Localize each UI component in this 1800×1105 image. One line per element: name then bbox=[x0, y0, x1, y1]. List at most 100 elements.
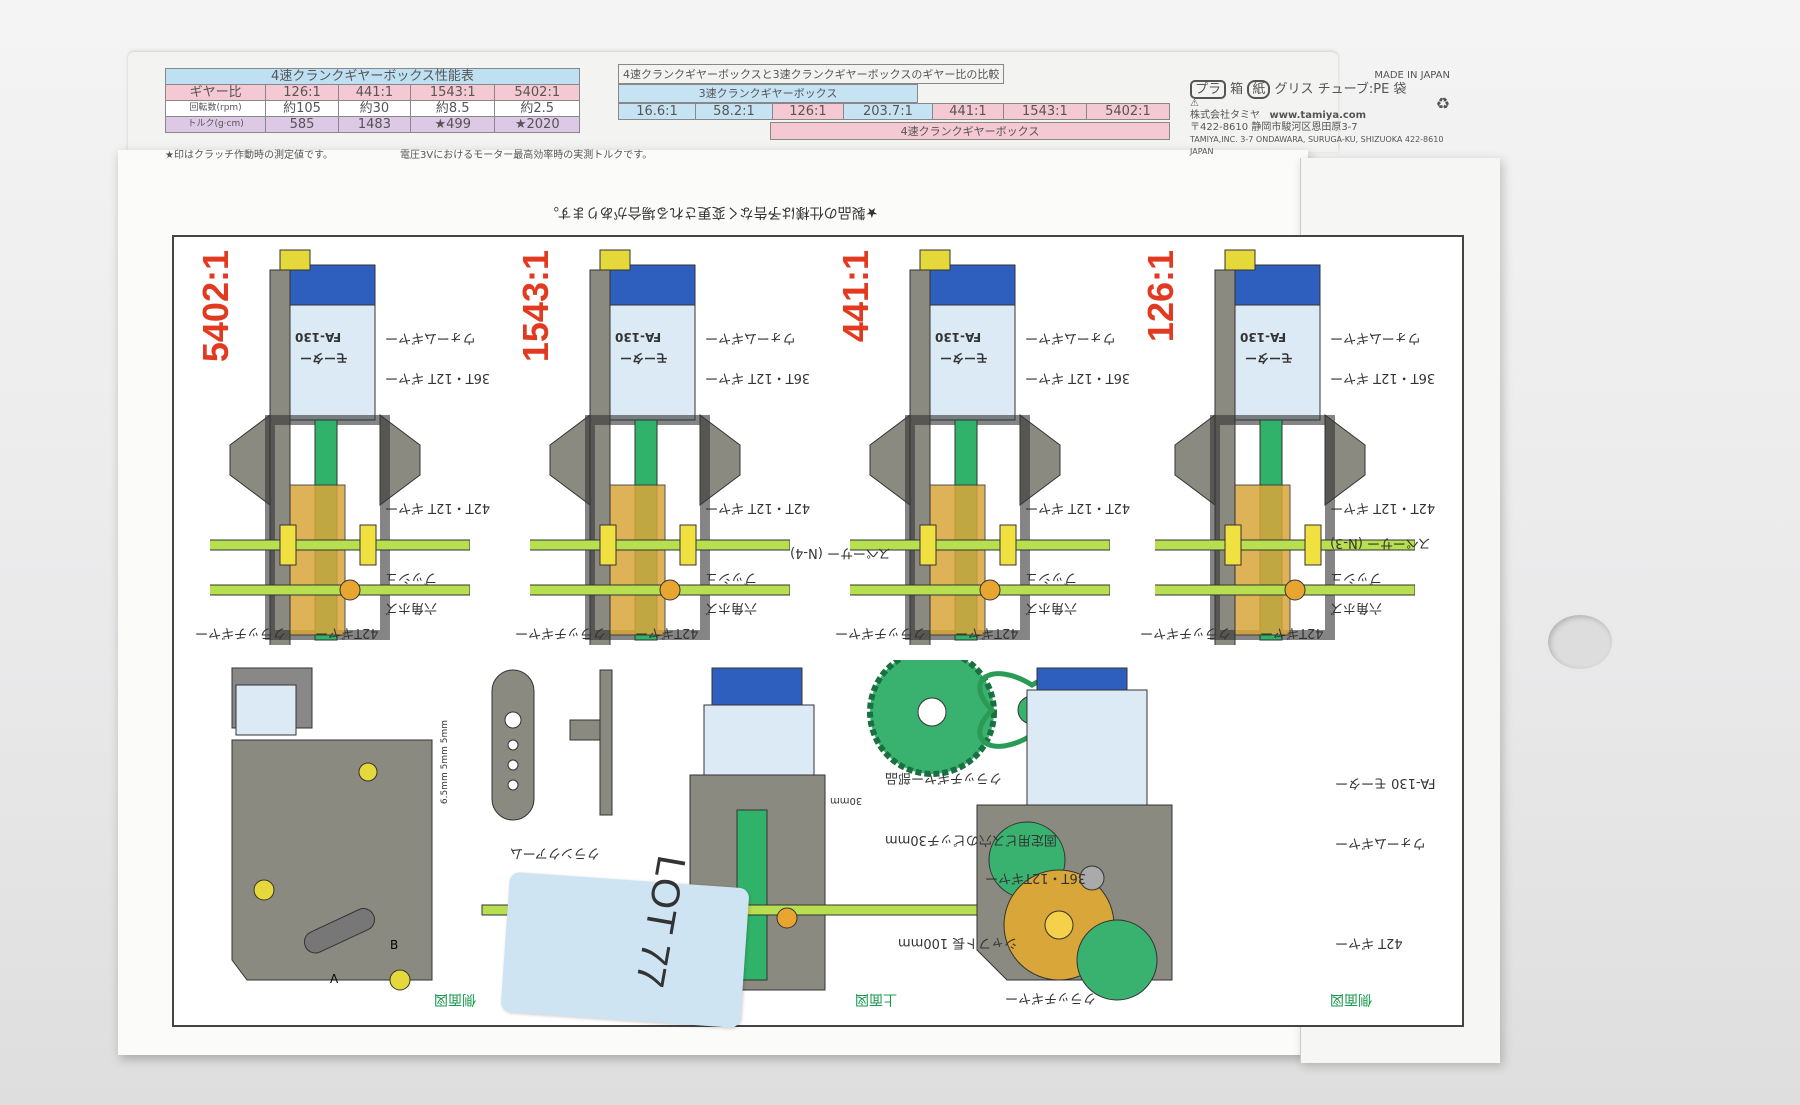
gear-36-12-label: 36T・12T ギヤー bbox=[1025, 370, 1131, 385]
comparison-note: 電圧3Vにおけるモーター最高効率時の実測トルクです。 bbox=[400, 150, 653, 161]
motor-model-label: FA-130 bbox=[295, 330, 342, 344]
motor-label: モーター bbox=[620, 351, 669, 365]
shaft-length-label: シャフト長 100mm bbox=[898, 935, 1018, 950]
gearbox-drawing bbox=[850, 249, 1110, 645]
cell: 203.7:1 bbox=[842, 103, 933, 120]
bush-label: ブッシュ bbox=[1025, 570, 1078, 585]
cell: 126:1 bbox=[265, 84, 339, 101]
worm-gear-label: ウォームギヤー bbox=[1025, 330, 1116, 345]
cell: ★2020 bbox=[494, 116, 580, 133]
hex-label: 六角ホズ bbox=[385, 600, 438, 615]
recycle-paper-icon: 紙 bbox=[1247, 80, 1271, 99]
side-view-label-2: 側面図 bbox=[1330, 991, 1372, 1007]
recycle-icon: ♻ bbox=[1435, 94, 1450, 113]
top-view-label: 上面図 bbox=[855, 991, 897, 1007]
four-speed-label: 4速クランクギヤーボックス bbox=[770, 122, 1170, 140]
cell: 約2.5 bbox=[494, 100, 580, 117]
row-label: トルク(g·cm) bbox=[164, 116, 267, 133]
gear-36-12-label: 36T・12T ギヤー bbox=[385, 370, 491, 385]
bush-label: ブッシュ bbox=[705, 570, 758, 585]
crank-arm-drawing bbox=[491, 669, 613, 821]
worm-label: ウォームギヤー bbox=[1335, 835, 1426, 850]
gear-42-12-label: 42T・12T ギヤー bbox=[1025, 500, 1131, 515]
gear-42-label: 42Tギヤー bbox=[315, 625, 379, 640]
cell: 585 bbox=[265, 116, 339, 133]
side-view-label: 側面図 bbox=[434, 991, 476, 1007]
bush-label: ブッシュ bbox=[1330, 570, 1383, 585]
made-in: MADE IN JAPAN bbox=[1374, 70, 1450, 81]
dim: 6.5mm bbox=[440, 772, 450, 805]
cell: 1543:1 bbox=[1002, 103, 1087, 120]
gear-42-12-label: 42T・12T ギヤー bbox=[1330, 500, 1436, 515]
grease-label: グリス bbox=[1274, 82, 1314, 97]
clutch-gear-label: クラッチギヤー bbox=[1140, 625, 1232, 640]
cell: ★499 bbox=[409, 116, 496, 133]
lot-text: LOT 77 bbox=[626, 852, 694, 991]
cell: 126:1 bbox=[771, 103, 844, 120]
cell: 5402:1 bbox=[494, 84, 580, 101]
pitch-label: 固定用ビス穴のピッチ30mm bbox=[885, 832, 1057, 847]
motor-label: モーター bbox=[1245, 351, 1294, 365]
worm-gear-label: ウォームギヤー bbox=[705, 330, 796, 345]
gearbox-drawing bbox=[530, 249, 790, 645]
gear-42-label: 42T ギヤー bbox=[1335, 935, 1403, 950]
cell: 約105 bbox=[265, 100, 339, 117]
gear-42-label: 42Tギヤー bbox=[635, 625, 699, 640]
dim: 5mm bbox=[440, 720, 450, 744]
cell: 441:1 bbox=[931, 103, 1004, 120]
hex-label: 六角ホズ bbox=[1025, 600, 1078, 615]
disclaimer: ★製品の仕様は予告なく変更される場合があります。 bbox=[545, 204, 879, 220]
gear-42-12-label: 42T・12T ギヤー bbox=[705, 500, 811, 515]
dim: 5mm bbox=[440, 746, 450, 770]
cell: 約30 bbox=[337, 100, 412, 117]
worm-gear-label: ウォームギヤー bbox=[1330, 330, 1421, 345]
top-view-drawing bbox=[481, 667, 1038, 991]
bag-label: 袋 bbox=[1393, 82, 1407, 97]
motor-model-label: FA-130 bbox=[1240, 330, 1287, 344]
point-b: B bbox=[390, 938, 399, 952]
gearbox-drawing bbox=[1155, 249, 1415, 645]
clutch-label: クラッチギヤー bbox=[1005, 990, 1097, 1005]
spacer-n4-label: スペーサー (N-4) bbox=[790, 545, 891, 560]
gear-36-12-label: 36T・12T ギヤー bbox=[1330, 370, 1436, 385]
lower-diagrams bbox=[231, 660, 1173, 1001]
table-title: 4速クランクギヤーボックス性能表 bbox=[165, 68, 580, 85]
flap-hole bbox=[1545, 612, 1615, 672]
cell: 16.6:1 bbox=[618, 103, 696, 120]
worm-gear-label: ウォームギヤー bbox=[385, 330, 476, 345]
cell: 5402:1 bbox=[1085, 103, 1171, 120]
row-label: 回転数(rpm) bbox=[164, 100, 267, 117]
lot-sticker: LOT 77 bbox=[500, 852, 750, 1029]
bush-label: ブッシュ bbox=[385, 570, 438, 585]
address-jp: 〒422-8610 静岡市駿河区恩田原3-7 bbox=[1190, 122, 1358, 133]
gear-42-label: 42Tギヤー bbox=[955, 625, 1019, 640]
address-en: TAMIYA,INC. 3-7 ONDAWARA, SURUGA-KU, SHI… bbox=[1190, 135, 1444, 156]
company-name: 株式会社タミヤ bbox=[1190, 110, 1260, 121]
company-block: MADE IN JAPAN プラ 箱 紙 グリス チューブ:PE 袋 ⚠ ♻ 株… bbox=[1190, 70, 1450, 158]
motor-label: FA-130 モーター bbox=[1335, 775, 1436, 790]
clutch-gear-label: クラッチギヤー bbox=[195, 625, 287, 640]
motor-model-label: FA-130 bbox=[935, 330, 982, 344]
gear-42-12-label: 42T・12T ギヤー bbox=[385, 500, 491, 515]
row-label: ギヤー比 bbox=[164, 84, 267, 101]
website: www.tamiya.com bbox=[1269, 110, 1367, 121]
three-speed-label: 3速クランクギヤーボックス bbox=[618, 84, 918, 103]
side-view-left-drawing bbox=[231, 667, 433, 991]
crank-arm-label: クランクアーム bbox=[510, 845, 600, 860]
crank-dims: 6.5mm 5mm 5mm bbox=[440, 720, 450, 804]
perf-note: ★印はクラッチ作動時の測定値です。 bbox=[165, 150, 333, 161]
clutch-parts-label: クラッチギヤー部品 bbox=[885, 770, 1003, 785]
gearbox-drawing bbox=[210, 249, 470, 645]
comparison-title: 4速クランクギヤーボックスと3速クランクギヤーボックスのギヤー比の比較 bbox=[618, 64, 1005, 84]
cell: 約8.5 bbox=[409, 100, 496, 117]
hex-label: 六角ホズ bbox=[705, 600, 758, 615]
motor-label: モーター bbox=[940, 351, 989, 365]
motor-model-label: FA-130 bbox=[615, 330, 662, 344]
cell: 441:1 bbox=[337, 84, 412, 101]
tube-label: チューブ:PE bbox=[1317, 82, 1390, 97]
motor-label: モーター bbox=[300, 351, 349, 365]
warning-icon: ⚠ bbox=[1190, 98, 1199, 109]
cell: 58.2:1 bbox=[694, 103, 773, 120]
